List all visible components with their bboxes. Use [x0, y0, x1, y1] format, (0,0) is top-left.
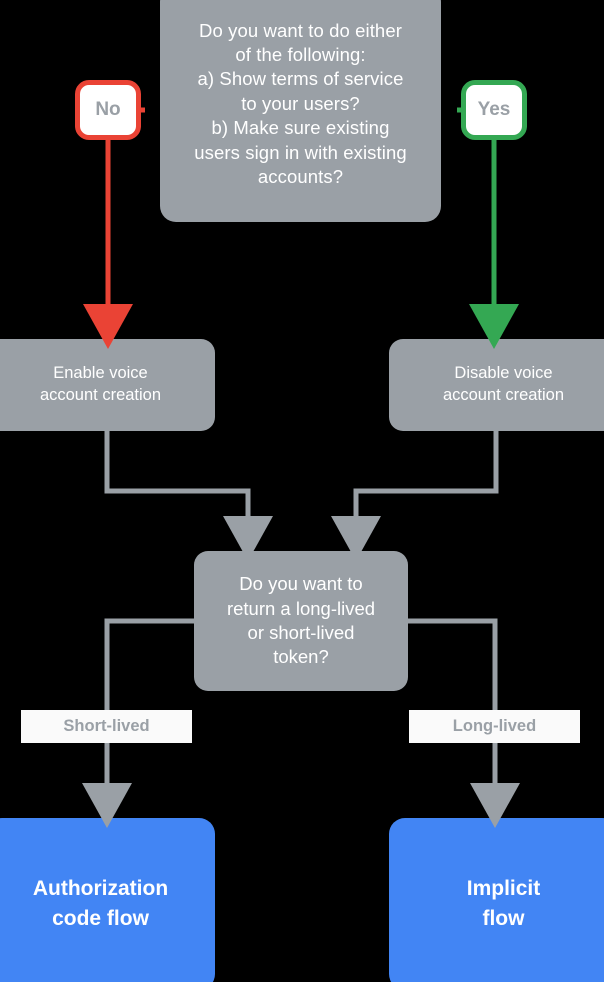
- process-node-enable-voice-account-creation[interactable]: Enable voice account creation: [0, 339, 215, 431]
- edge-badge-yes-label: Yes: [477, 99, 511, 120]
- edge-token-to-authorization: [82, 618, 194, 828]
- edge-badge-no[interactable]: No: [75, 80, 141, 140]
- process-node-disable-voice-label: Disable voice account creation: [442, 364, 565, 404]
- edge-disable-to-token: [331, 431, 499, 561]
- edge-enable-to-token: [104, 431, 273, 561]
- edge-no-to-enable: [83, 107, 145, 349]
- outcome-node-authorization-code-flow[interactable]: Authorization code flow: [0, 818, 215, 982]
- edge-badge-no-label: No: [95, 99, 121, 120]
- decision-node-token-lifetime-label: Do you want to return a long-lived or sh…: [226, 573, 376, 668]
- edge-label-long-lived-text: Long-lived: [452, 717, 537, 735]
- process-node-disable-voice-account-creation[interactable]: Disable voice account creation: [389, 339, 604, 431]
- process-node-enable-voice-label: Enable voice account creation: [39, 364, 162, 404]
- decision-node-terms-label: Do you want to do either of the followin…: [194, 19, 407, 188]
- outcome-node-authorization-code-flow-label: Authorization code flow: [32, 876, 169, 930]
- edge-label-short-lived-text: Short-lived: [63, 717, 150, 735]
- outcome-node-implicit-flow[interactable]: Implicit flow: [389, 818, 604, 982]
- edge-label-long-lived: Long-lived: [409, 710, 580, 743]
- decision-node-terms-and-existing-users[interactable]: Do you want to do either of the followin…: [160, 0, 441, 222]
- edge-badge-yes[interactable]: Yes: [461, 80, 527, 140]
- edge-token-to-implicit: [408, 618, 520, 828]
- edge-yes-to-disable: [457, 107, 519, 349]
- outcome-node-implicit-flow-label: Implicit flow: [466, 876, 541, 930]
- decision-node-token-lifetime[interactable]: Do you want to return a long-lived or sh…: [194, 551, 408, 691]
- edge-label-short-lived: Short-lived: [21, 710, 192, 743]
